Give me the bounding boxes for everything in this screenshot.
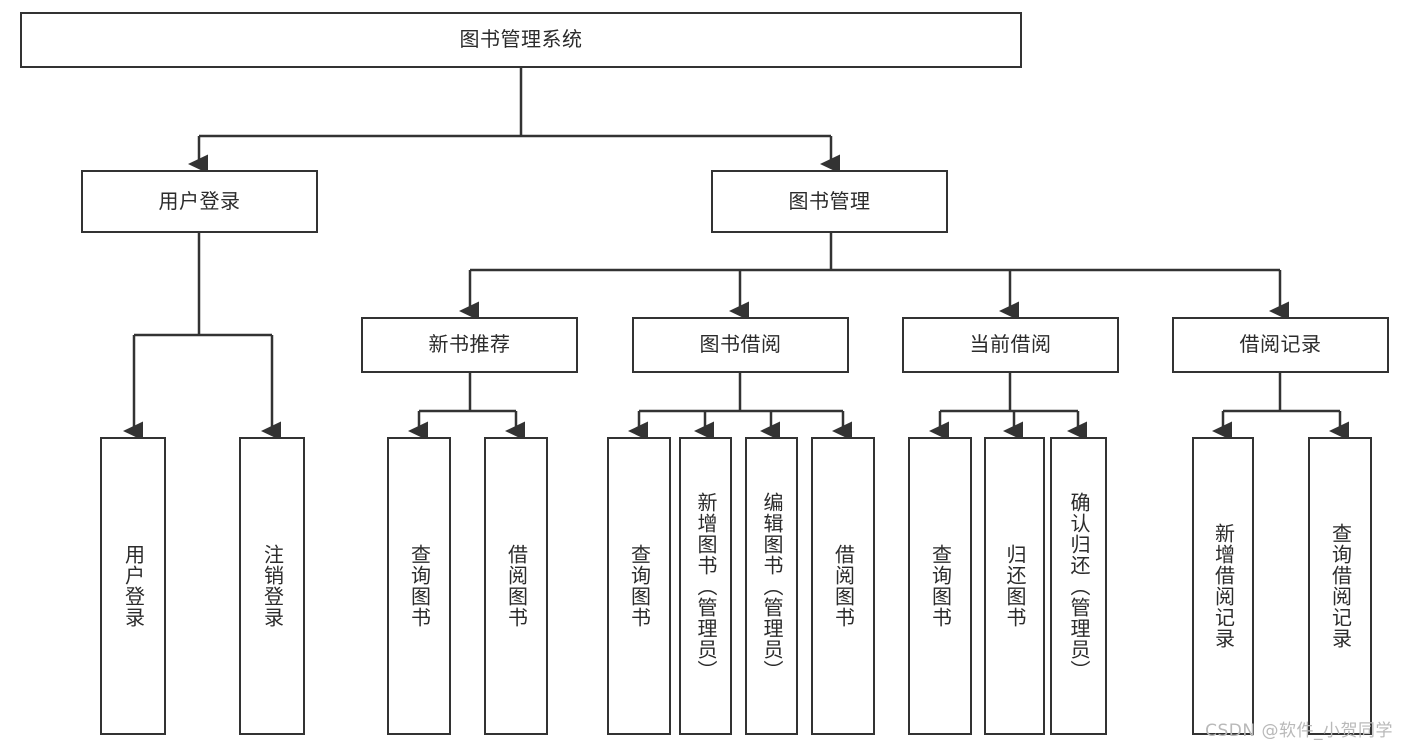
node-leaf-add-book[interactable]: 新增图书（管理员） bbox=[679, 437, 732, 735]
node-leaf-add-borrow-record-label: 新增借阅记录 bbox=[1211, 523, 1236, 649]
node-leaf-query-borrow-record-label: 查询借阅记录 bbox=[1328, 523, 1353, 649]
node-new-book-recommend[interactable]: 新书推荐 bbox=[361, 317, 578, 373]
node-current-borrow[interactable]: 当前借阅 bbox=[902, 317, 1119, 373]
node-user-login[interactable]: 用户登录 bbox=[81, 170, 318, 233]
node-leaf-query-book-1-label: 查询图书 bbox=[407, 544, 432, 628]
node-leaf-query-book-2[interactable]: 查询图书 bbox=[607, 437, 671, 735]
node-leaf-query-book-2-label: 查询图书 bbox=[627, 544, 652, 628]
node-leaf-user-login-label: 用户登录 bbox=[121, 544, 146, 628]
watermark-text: CSDN @软件_小贺同学 bbox=[1205, 721, 1393, 741]
node-root-label: 图书管理系统 bbox=[459, 27, 583, 52]
node-leaf-add-book-label: 新增图书（管理员） bbox=[694, 491, 718, 681]
node-leaf-user-logout[interactable]: 注销登录 bbox=[239, 437, 305, 735]
node-leaf-query-book-3-label: 查询图书 bbox=[928, 544, 953, 628]
node-leaf-user-logout-label: 注销登录 bbox=[260, 544, 285, 628]
node-leaf-borrow-book-2[interactable]: 借阅图书 bbox=[811, 437, 875, 735]
node-new-book-recommend-label: 新书推荐 bbox=[428, 332, 511, 357]
node-borrow-record-label: 借阅记录 bbox=[1239, 332, 1322, 357]
node-leaf-edit-book[interactable]: 编辑图书（管理员） bbox=[745, 437, 798, 735]
node-borrow-record[interactable]: 借阅记录 bbox=[1172, 317, 1389, 373]
node-leaf-query-book-3[interactable]: 查询图书 bbox=[908, 437, 972, 735]
node-current-borrow-label: 当前借阅 bbox=[969, 332, 1052, 357]
node-leaf-return-book-label: 归还图书 bbox=[1003, 544, 1027, 628]
node-book-manage-label: 图书管理 bbox=[788, 188, 871, 213]
node-book-manage[interactable]: 图书管理 bbox=[711, 170, 948, 233]
node-book-borrow[interactable]: 图书借阅 bbox=[632, 317, 849, 373]
node-leaf-query-borrow-record[interactable]: 查询借阅记录 bbox=[1308, 437, 1372, 735]
node-leaf-borrow-book-2-label: 借阅图书 bbox=[831, 544, 856, 628]
node-user-login-label: 用户登录 bbox=[158, 188, 241, 213]
node-leaf-query-book-1[interactable]: 查询图书 bbox=[387, 437, 451, 735]
node-leaf-borrow-book-1-label: 借阅图书 bbox=[504, 544, 529, 628]
node-leaf-confirm-return[interactable]: 确认归还（管理员） bbox=[1050, 437, 1107, 735]
node-leaf-confirm-return-label: 确认归还（管理员） bbox=[1067, 491, 1091, 681]
node-leaf-user-login[interactable]: 用户登录 bbox=[100, 437, 166, 735]
node-root[interactable]: 图书管理系统 bbox=[20, 12, 1022, 68]
node-leaf-add-borrow-record[interactable]: 新增借阅记录 bbox=[1192, 437, 1254, 735]
node-leaf-edit-book-label: 编辑图书（管理员） bbox=[760, 491, 784, 681]
node-book-borrow-label: 图书借阅 bbox=[699, 332, 782, 357]
node-leaf-borrow-book-1[interactable]: 借阅图书 bbox=[484, 437, 548, 735]
node-leaf-return-book[interactable]: 归还图书 bbox=[984, 437, 1045, 735]
